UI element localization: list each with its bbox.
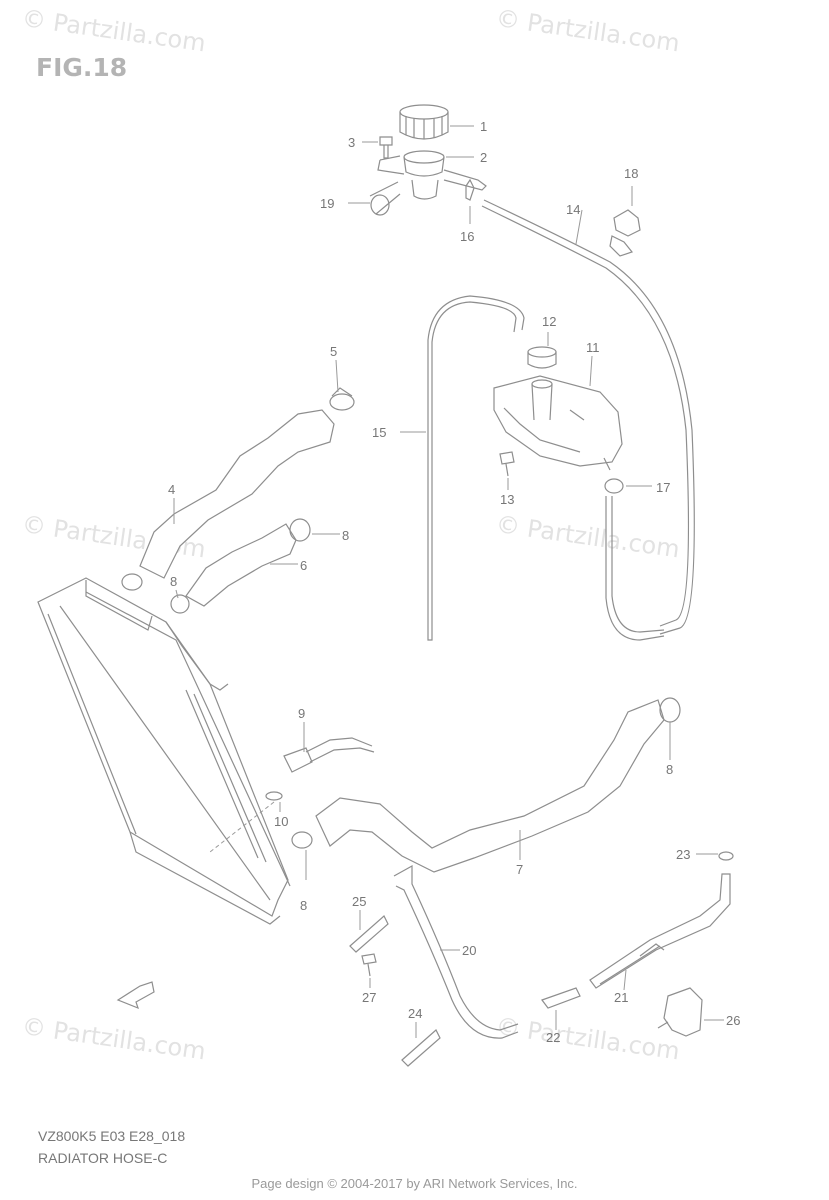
part-27-bolt[interactable] [361, 953, 377, 977]
callout-8: 8 [342, 528, 349, 543]
part-17-hose-section[interactable] [605, 496, 665, 641]
diagram-title: RADIATOR HOSE-C [38, 1150, 168, 1166]
callout-24: 24 [408, 1006, 422, 1021]
callout-19: 19 [320, 196, 334, 211]
callout-1: 1 [480, 119, 487, 134]
callout-8: 8 [666, 762, 673, 777]
radiator-core[interactable] [37, 577, 291, 925]
figure-label: FIG.18 [36, 53, 128, 82]
part-17-clamp[interactable] [604, 478, 624, 494]
part-15-hose[interactable] [427, 295, 525, 641]
callout-11: 11 [586, 340, 600, 355]
callout-27: 27 [362, 990, 376, 1005]
callout-22: 22 [546, 1030, 560, 1045]
callout-12: 12 [542, 314, 556, 329]
part-12-tank-cap[interactable] [527, 346, 557, 369]
part-25-clip[interactable] [349, 915, 389, 953]
callout-13: 13 [500, 492, 514, 507]
part-21-pipe[interactable] [589, 873, 731, 989]
part-3-bolt[interactable] [379, 136, 393, 159]
callout-8: 8 [300, 898, 307, 913]
part-2-filler-neck[interactable] [377, 150, 487, 200]
part-20-pipe[interactable] [393, 864, 519, 1039]
callout-25: 25 [352, 894, 366, 909]
part-13-bolt[interactable] [499, 451, 515, 477]
front-direction-arrow-icon [116, 981, 155, 1010]
callout-9: 9 [298, 706, 305, 721]
callout-15: 15 [372, 425, 386, 440]
callout-7: 7 [516, 862, 523, 877]
page-footer: Page design © 2004-2017 by ARI Network S… [251, 1176, 578, 1191]
callout-4: 4 [168, 482, 175, 497]
callout-21: 21 [614, 990, 628, 1005]
part-4-hose[interactable] [139, 409, 335, 579]
part-8-clamp-b[interactable] [170, 594, 190, 614]
callout-14: 14 [566, 202, 580, 217]
part-6-hose[interactable] [185, 523, 297, 607]
part-11-reservoir-tank[interactable] [493, 375, 623, 471]
callout-26: 26 [726, 1013, 740, 1028]
part-14-hose[interactable] [481, 199, 695, 635]
part-10-washer[interactable] [265, 791, 283, 801]
callout-10: 10 [274, 814, 288, 829]
callout-17: 17 [656, 480, 670, 495]
part-9-sensor[interactable] [283, 737, 375, 773]
callout-23: 23 [676, 847, 690, 862]
model-code: VZ800K5 E03 E28_018 [38, 1128, 186, 1144]
callout-20: 20 [462, 943, 476, 958]
part-5-clamp[interactable] [329, 387, 355, 411]
part-7-hose[interactable] [315, 699, 665, 873]
part-19-clamp[interactable] [369, 181, 401, 216]
part-22-fitting[interactable] [541, 987, 581, 1009]
part-26-bracket[interactable] [657, 987, 703, 1037]
callout-5: 5 [330, 344, 337, 359]
callout-2: 2 [480, 150, 487, 165]
part-8-clamp-e[interactable] [291, 831, 313, 849]
callout-16: 16 [460, 229, 474, 244]
callout-18: 18 [624, 166, 638, 181]
part-1-cap[interactable] [399, 104, 449, 140]
part-16-clip[interactable] [465, 178, 475, 201]
part-8-clamp-a[interactable] [289, 518, 311, 542]
part-8-clamp-c[interactable] [121, 573, 143, 591]
part-23-cap[interactable] [718, 851, 734, 861]
part-8-clamp-d[interactable] [659, 697, 681, 723]
callout-6: 6 [300, 558, 307, 573]
callout-8: 8 [170, 574, 177, 589]
part-24-clip[interactable] [401, 1029, 441, 1067]
part-18-holder[interactable] [609, 209, 641, 257]
callout-3: 3 [348, 135, 355, 150]
